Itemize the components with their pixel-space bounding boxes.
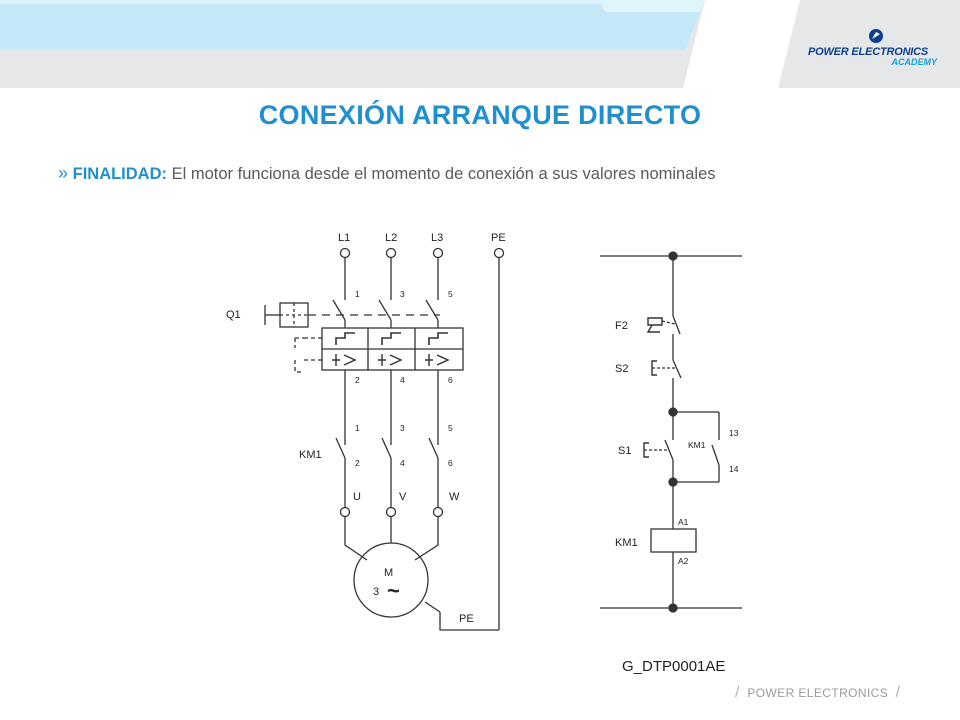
q1-contact-2: [378, 299, 392, 321]
q1-term-2: 2: [355, 375, 360, 385]
label-u: U: [353, 491, 361, 503]
header-band: [0, 0, 960, 88]
label-km1-power: KM1: [299, 449, 322, 461]
km1-term-4: 4: [400, 458, 405, 468]
diagram-code: G_DTP0001AE: [622, 658, 725, 675]
label-km1-aux: KM1: [688, 440, 706, 450]
label-pe-bottom: PE: [459, 613, 474, 625]
motor-symbol: ~: [387, 578, 400, 603]
km1-aux-contact: [711, 444, 720, 466]
label-aux-13: 13: [729, 428, 739, 438]
label-l3: L3: [431, 232, 443, 244]
motor-label: M: [384, 567, 393, 579]
power-electronics-logo: POWER ELECTRONICS ACADEMY: [808, 29, 943, 70]
logo-text-academy: ACADEMY: [891, 57, 937, 67]
label-s1: S1: [618, 445, 631, 457]
label-aux-14: 14: [729, 464, 739, 474]
motor-phases: 3: [373, 586, 379, 598]
s2-contact: [672, 359, 682, 379]
label-l2: L2: [385, 232, 397, 244]
q1-term-1: 1: [355, 289, 360, 299]
terminal-v: [385, 506, 397, 518]
terminal-l1: [339, 247, 351, 259]
km1-contact-1: [335, 437, 346, 459]
bottom-bus-node: [668, 603, 678, 613]
km1-contact-3: [428, 437, 439, 459]
km1-coil: [650, 528, 697, 553]
f2-contact: [672, 315, 681, 335]
label-l1: L1: [338, 232, 350, 244]
km1-term-5: 5: [448, 423, 453, 433]
subtitle-bullet: »: [58, 163, 69, 183]
subtitle-label: FINALIDAD:: [72, 165, 168, 183]
footer-slash-right: /: [895, 684, 901, 701]
subtitle: » FINALIDAD: El motor funciona desde el …: [58, 163, 716, 184]
f2-thermal-actuator: [646, 317, 663, 333]
km1-term-6: 6: [448, 458, 453, 468]
label-a2: A2: [678, 556, 689, 566]
label-w: W: [449, 491, 460, 503]
logo-mark-icon: [869, 29, 883, 43]
label-a1: A1: [678, 517, 689, 527]
label-km1-coil: KM1: [615, 537, 638, 549]
q1-term-4: 4: [400, 375, 405, 385]
footer-text: POWER ELECTRONICS: [747, 686, 889, 700]
terminal-u: [339, 506, 351, 518]
footer-brand: / POWER ELECTRONICS /: [735, 684, 900, 702]
label-pe-top: PE: [491, 232, 506, 244]
label-s2: S2: [615, 363, 628, 375]
q1-contact-1: [332, 299, 346, 321]
terminal-w: [432, 506, 444, 518]
subtitle-text: El motor funciona desde el momento de co…: [171, 165, 716, 183]
q1-term-5: 5: [448, 289, 453, 299]
label-q1: Q1: [226, 309, 241, 321]
label-f2: F2: [615, 320, 628, 332]
terminal-l2: [385, 247, 397, 259]
page-title: CONEXIÓN ARRANQUE DIRECTO: [258, 100, 702, 130]
q1-term-3: 3: [400, 289, 405, 299]
logo-text-brand: POWER ELECTRONICS: [808, 46, 929, 58]
km1-term-3: 3: [400, 423, 405, 433]
km1-term-2: 2: [355, 458, 360, 468]
km1-term-1: 1: [355, 423, 360, 433]
motor: [353, 542, 429, 618]
s1-contact: [664, 439, 674, 461]
q1-contact-3: [425, 299, 439, 321]
terminal-pe: [493, 247, 505, 259]
km1-contact-2: [381, 437, 392, 459]
label-v: V: [399, 491, 407, 503]
q1-term-6: 6: [448, 375, 453, 385]
footer-slash-left: /: [735, 684, 740, 701]
terminal-l3: [432, 247, 444, 259]
